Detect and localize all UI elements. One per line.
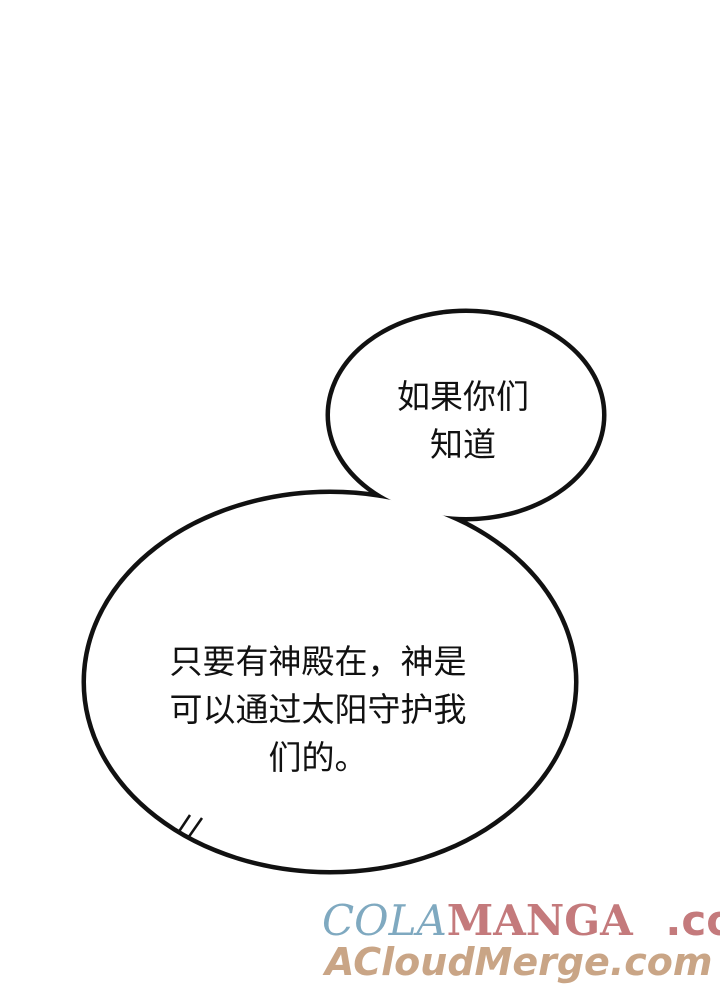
large-bubble-line-2: 可以通过太阳守护我	[169, 690, 467, 729]
watermark-cola: COLA	[322, 896, 447, 945]
watermark-line-2: ACloudMerge.com	[325, 940, 713, 984]
watermark-line-1: COLAMANGA .com	[322, 896, 720, 945]
watermark-manga: MANGA	[446, 896, 633, 945]
large-bubble-line-1: 只要有神殿在，神是	[169, 642, 467, 681]
bubble-tick-mark	[176, 814, 204, 839]
small-bubble-line-1: 如果你们	[397, 377, 529, 416]
small-bubble-line-2: 知道	[430, 425, 496, 464]
large-bubble-line-3: 们的。	[268, 738, 368, 777]
large-bubble-outline	[81, 489, 579, 875]
small-bubble-outline	[325, 308, 607, 522]
watermark-com: .com	[665, 896, 720, 945]
